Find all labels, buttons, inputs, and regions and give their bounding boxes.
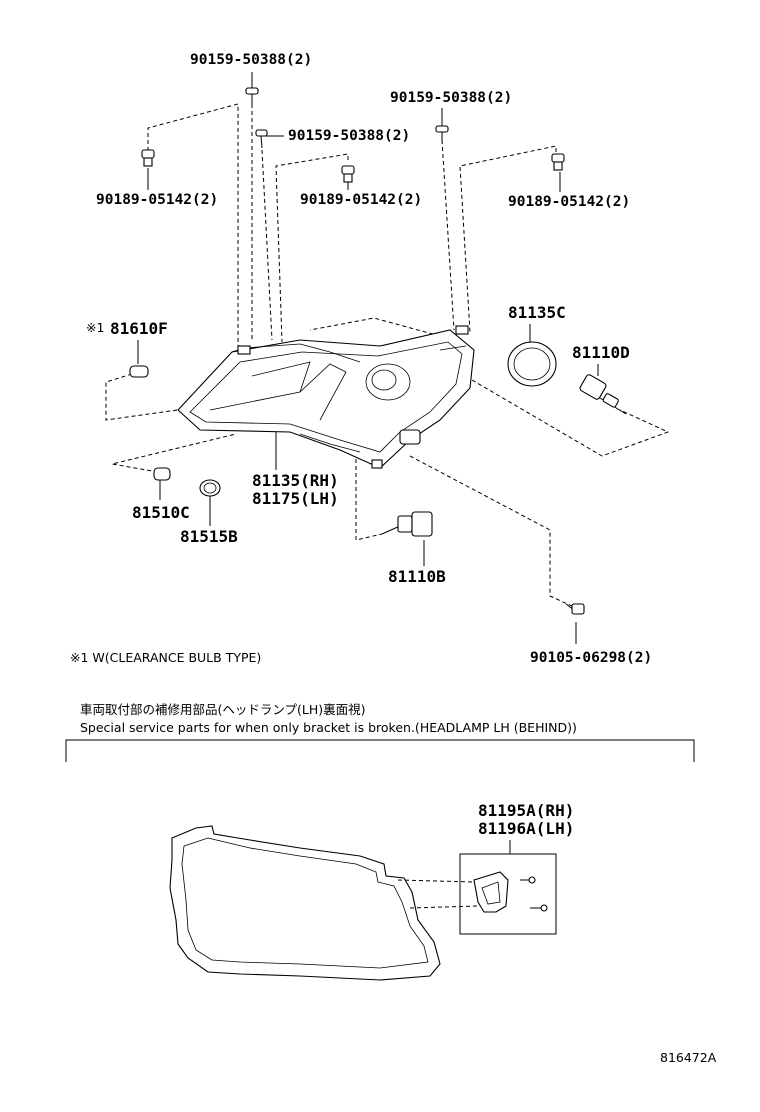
label-81135C: 81135C <box>508 303 566 322</box>
label-90159-top: 90159-50388(2) <box>190 52 312 68</box>
bulb-81110D <box>579 374 627 415</box>
bulb-81510C <box>153 467 171 481</box>
bulb-81610F <box>129 365 149 378</box>
clip-90189-right <box>551 153 565 171</box>
dash-81610F <box>105 373 207 421</box>
footnote: ※1 W(CLEARANCE BULB TYPE) <box>70 650 261 665</box>
dash-bracket-bottom <box>409 905 479 909</box>
dash-81110D <box>471 379 670 457</box>
clip-90189-left <box>141 149 155 167</box>
section-frame <box>65 739 695 762</box>
bracket-screws <box>520 876 548 912</box>
headlamp-rear-outline <box>169 825 441 981</box>
label-81196A-lh: 81196A(LH) <box>478 819 574 838</box>
label-90189-right: 90189-05142(2) <box>508 194 630 210</box>
socket-81515B <box>199 479 221 497</box>
bolt-90159-right <box>435 125 449 142</box>
dash-90105 <box>409 455 573 607</box>
dash-mid-bolt <box>261 149 273 341</box>
bolt-90159-middle <box>255 129 268 149</box>
label-90189-middle: 90189-05142(2) <box>300 192 422 208</box>
cap-81135C <box>507 341 557 387</box>
section-title-jp: 車両取付部の補修用部品(ヘッドランプ(LH)裏面視) <box>80 702 366 717</box>
dash-81510C <box>111 433 237 473</box>
headlamp-assembly-81135 <box>177 325 475 469</box>
label-90189-left: 90189-05142(2) <box>96 192 218 208</box>
label-90105: 90105-06298(2) <box>530 650 652 666</box>
dash-left-clip <box>147 103 239 350</box>
dash-top-box <box>309 317 441 337</box>
label-81175-lh: 81175(LH) <box>252 489 339 508</box>
label-90159-middle: 90159-50388(2) <box>288 128 410 144</box>
dash-81110B <box>355 396 383 541</box>
label-90159-right: 90159-50388(2) <box>390 90 512 106</box>
dash-right-clip <box>459 145 557 333</box>
bulb-81110B <box>381 511 433 537</box>
label-note-mark: ※1 <box>86 320 104 335</box>
bracket-81195A <box>473 871 509 913</box>
label-81195A-rh: 81195A(RH) <box>478 801 574 820</box>
label-81110D: 81110D <box>572 343 630 362</box>
label-81515B: 81515B <box>180 527 238 546</box>
dash-right-bolt <box>441 139 455 331</box>
bracket-box <box>459 853 557 935</box>
dash-mid-clip <box>275 153 349 343</box>
clip-90189-middle <box>341 165 355 183</box>
label-81510C: 81510C <box>132 503 190 522</box>
label-81135-rh: 81135(RH) <box>252 471 339 490</box>
figure-id: 816472A <box>660 1050 717 1065</box>
dash-bracket-top <box>397 879 475 883</box>
label-81610F: 81610F <box>110 319 168 338</box>
bolt-90159-top <box>245 87 259 104</box>
bolt-90105 <box>565 603 585 615</box>
label-81110B: 81110B <box>388 567 446 586</box>
section-title-en: Special service parts for when only brac… <box>80 720 577 735</box>
